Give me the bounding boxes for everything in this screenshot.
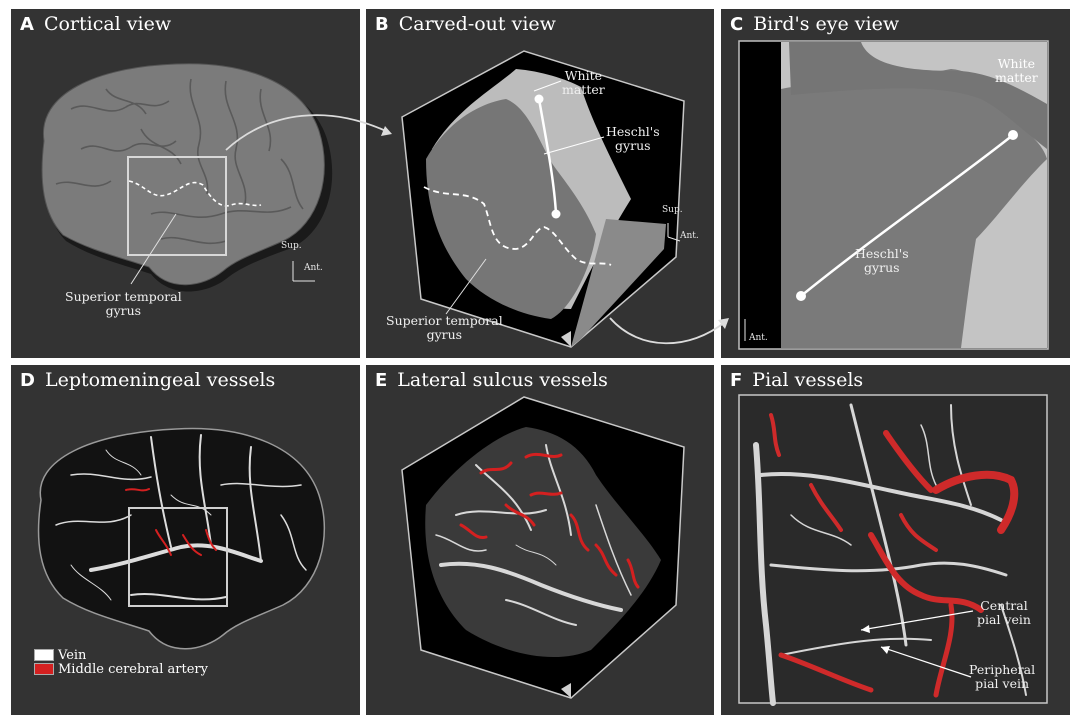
panel-e-title-text: Lateral sulcus vessels [397, 369, 608, 391]
panel-c-title: C Bird's eye view [730, 13, 899, 35]
stg-dashed-line [423, 186, 612, 266]
heschls-gyrus-end-point [551, 209, 561, 219]
legend-swatch-vein [34, 649, 54, 661]
artery-network [459, 452, 640, 589]
heschls-gyrus-line [800, 134, 1014, 297]
lateral-sulcus-cube-illustration [401, 396, 685, 699]
axis-indicator [667, 223, 681, 242]
stg-leader-line [445, 258, 487, 315]
legend-swatch-artery [34, 663, 54, 675]
panel-b-title: B Carved-out view [375, 13, 556, 35]
panel-a-letter: A [20, 14, 34, 35]
pial-vessels-illustration [738, 394, 1048, 706]
brain-surface [41, 63, 325, 286]
legend-label-artery: Middle cerebral artery [58, 661, 208, 677]
axis-sup-label: Sup. [281, 241, 302, 251]
axis-ant-label: Ant. [304, 263, 323, 273]
region-box [127, 156, 227, 256]
birds-eye-illustration [738, 40, 1049, 350]
leptomeningeal-vessels-illustration [37, 427, 326, 650]
carved-out-cube-illustration [401, 50, 685, 348]
panel-b-title-text: Carved-out view [398, 13, 556, 35]
ppv-arrow [880, 646, 972, 678]
panel-f-title: F Pial vessels [730, 369, 863, 391]
corner-marker [561, 683, 571, 698]
panel-e-title: E Lateral sulcus vessels [375, 369, 608, 391]
panel-c-title-text: Bird's eye view [753, 13, 900, 35]
cube-front-face [571, 219, 666, 347]
hg-leader-line [543, 136, 605, 155]
axis-indicator [292, 261, 315, 282]
region-box [128, 507, 228, 607]
panel-b-letter: B [375, 14, 389, 35]
wm-leader-line [533, 80, 562, 92]
legend-item-vein: Vein [34, 647, 208, 663]
stg-dashed-line [128, 180, 262, 207]
legend-label-vein: Vein [58, 647, 87, 663]
ppv-arrowhead [881, 646, 890, 654]
heschls-gyrus-line [537, 98, 558, 215]
brain-cortical-illustration [41, 63, 333, 292]
panel-f-letter: F [730, 370, 743, 391]
brain-outline [37, 427, 326, 650]
vessel-legend: Vein Middle cerebral artery [34, 647, 208, 677]
panel-d-title-text: Leptomeningeal vessels [44, 369, 276, 391]
panel-d-leptomeningeal-vessels: D Leptomeningeal vessels [11, 365, 360, 715]
panel-e-letter: E [375, 370, 388, 391]
panel-f-title-text: Pial vessels [752, 369, 864, 391]
gray-matter-region [426, 99, 596, 319]
axis-ant-label: Ant. [749, 333, 768, 343]
gray-matter-upper [789, 42, 1047, 149]
corner-marker [561, 331, 571, 347]
panel-d-title: D Leptomeningeal vessels [20, 369, 275, 391]
artery-network [125, 488, 217, 556]
cpv-arrowhead [861, 625, 870, 633]
heschls-gyrus-start-point [534, 94, 544, 104]
axis-ant-label: Ant. [680, 231, 699, 241]
cpv-arrow [860, 610, 974, 631]
vein-network [753, 403, 1027, 706]
artery-network [769, 413, 1019, 698]
panel-c-letter: C [730, 14, 744, 35]
heschls-gyrus-end-point [1008, 130, 1018, 140]
axis-sup-label: Sup. [662, 205, 683, 215]
vessel-tissue [425, 427, 661, 658]
panel-a-title: A Cortical view [20, 13, 171, 35]
panel-d-letter: D [20, 370, 35, 391]
panel-e-lateral-sulcus-vessels: E Lateral sulcus vessels [366, 365, 714, 715]
vein-network [55, 434, 307, 601]
stg-leader-line [130, 213, 177, 285]
panel-a-title-text: Cortical view [43, 13, 172, 35]
heschls-gyrus-start-point [796, 291, 806, 301]
legend-item-artery: Middle cerebral artery [34, 661, 208, 677]
